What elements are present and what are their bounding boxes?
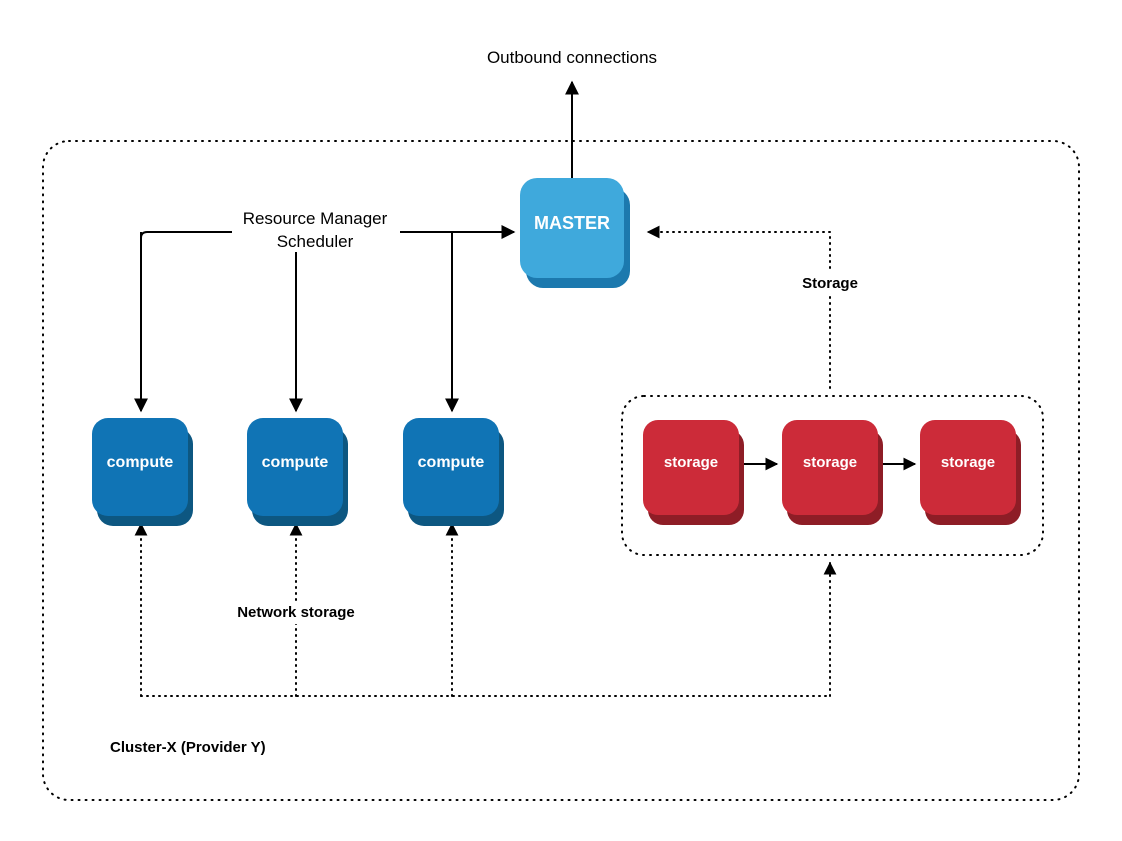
resource-manager-label-backdrop	[232, 202, 400, 252]
node-storage-2-label: storage	[803, 454, 857, 471]
node-compute-2[interactable]: compute	[247, 418, 348, 526]
edge-resource-manager-bus	[140, 231, 240, 240]
node-compute-1[interactable]: compute	[92, 418, 193, 526]
node-storage-2[interactable]: storage	[782, 420, 883, 525]
node-storage-3-label: storage	[941, 454, 995, 471]
node-master-body	[520, 178, 624, 278]
node-compute-3-body	[403, 418, 499, 516]
network-storage-label-backdrop	[216, 602, 376, 624]
node-storage-3[interactable]: storage	[920, 420, 1021, 525]
node-storage-3-body	[920, 420, 1016, 515]
node-master-label: MASTER	[534, 213, 610, 233]
resource-manager-label-line-2: Scheduler	[277, 232, 354, 251]
storage-group-container	[621, 395, 1044, 556]
node-master[interactable]: MASTER	[520, 178, 630, 288]
storage-label-backdrop	[792, 272, 868, 294]
resource-manager-label-line-1: Resource Manager	[243, 209, 388, 228]
node-compute-2-body	[247, 418, 343, 516]
edge-storage-to-master	[646, 225, 831, 389]
storage-link-label: Storage	[802, 275, 858, 292]
node-compute-3-label: compute	[418, 454, 485, 471]
cluster-label: Cluster-X (Provider Y)	[110, 739, 266, 756]
node-compute-1-body	[92, 418, 188, 516]
node-compute-1-label: compute	[107, 454, 174, 471]
node-storage-1[interactable]: storage	[643, 420, 744, 525]
network-storage-label: Network storage	[237, 604, 355, 621]
node-compute-2-label: compute	[262, 454, 329, 471]
node-storage-2-body	[782, 420, 878, 515]
node-storage-1-body	[643, 420, 739, 515]
outbound-connections-label: Outbound connections	[487, 48, 657, 67]
cluster-container	[42, 140, 1080, 801]
node-compute-3[interactable]: compute	[403, 418, 504, 526]
node-storage-1-label: storage	[664, 454, 718, 471]
